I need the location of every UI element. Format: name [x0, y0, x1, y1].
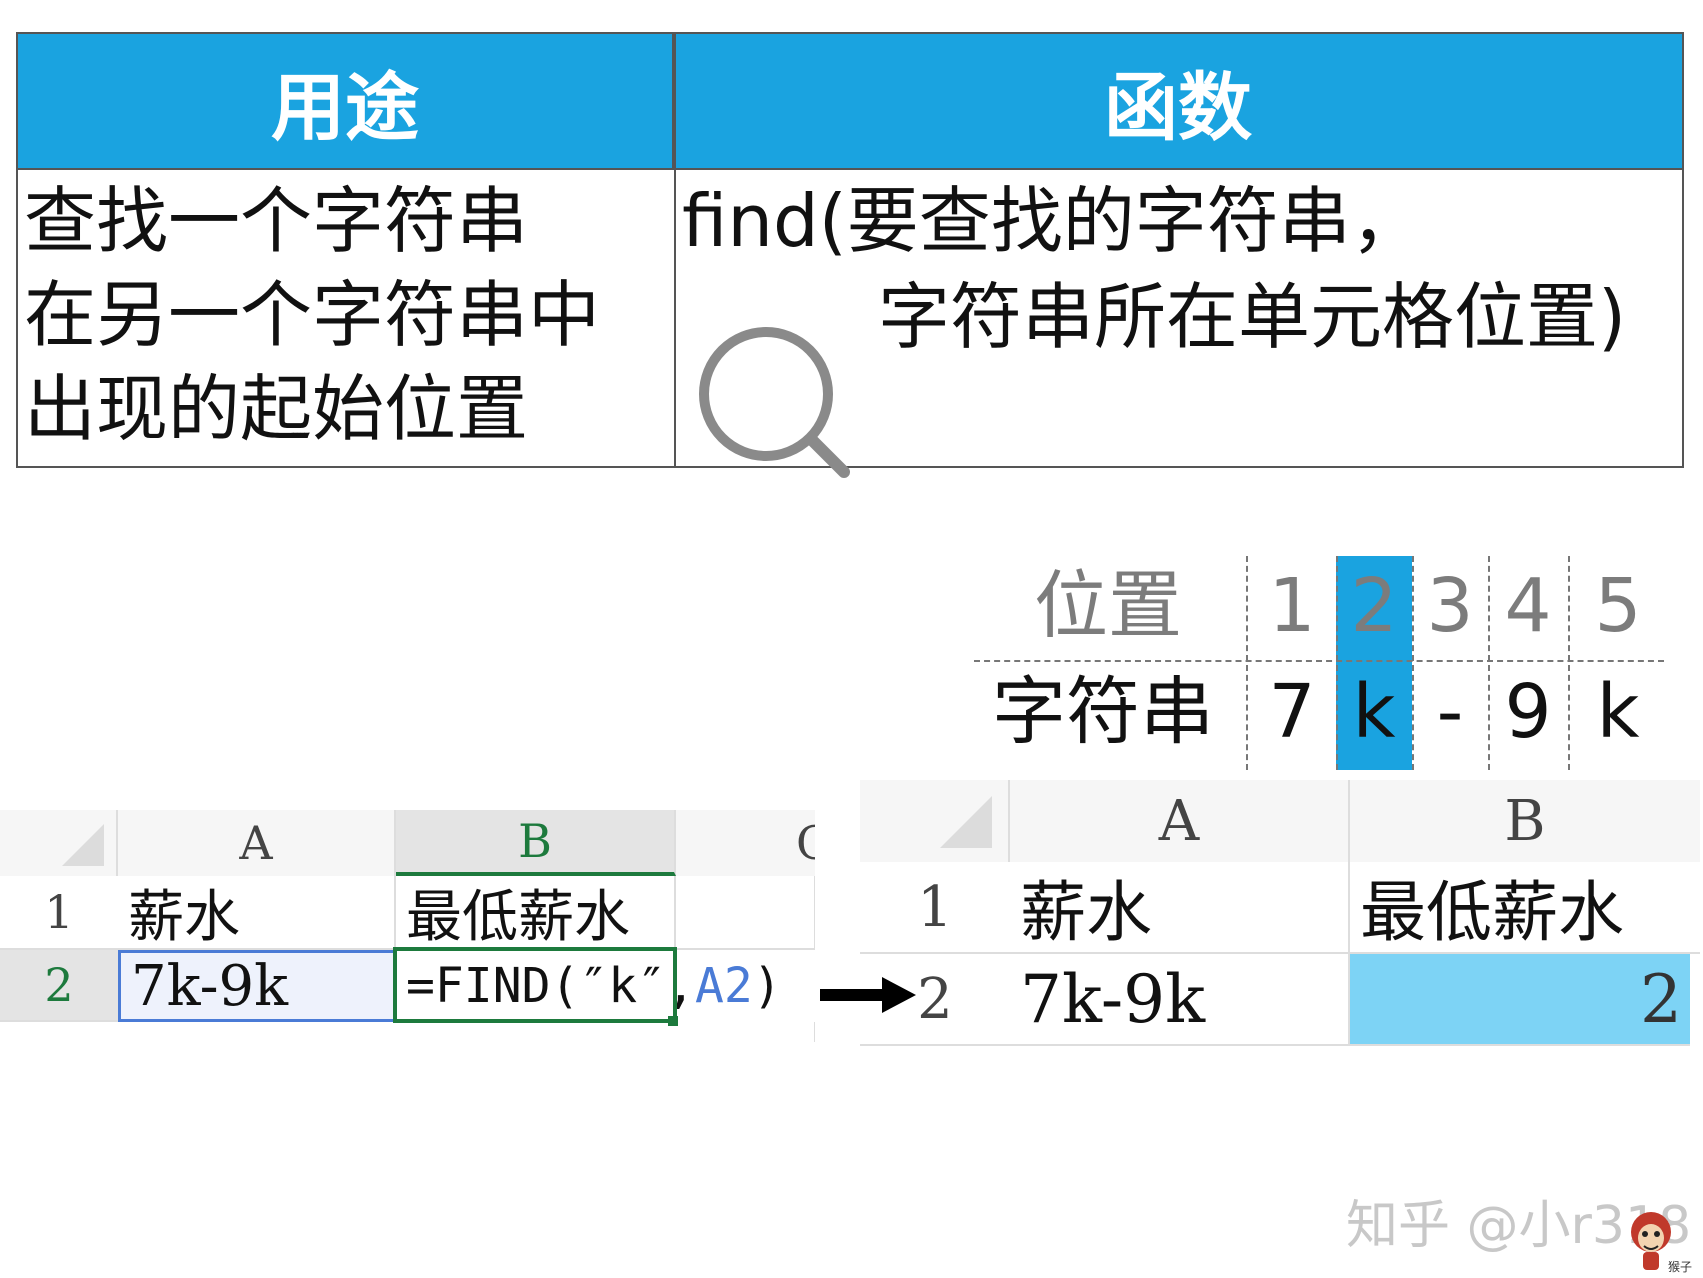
grid-divider [1246, 556, 1248, 770]
string-cell: k [1596, 669, 1640, 755]
column-header-a[interactable]: A [118, 810, 396, 876]
highlight-column [1336, 556, 1412, 770]
grid-divider [1412, 556, 1414, 770]
grid-divider [1336, 556, 1338, 770]
cell-a2[interactable]: 7k-9k [1010, 954, 1350, 1046]
select-all-corner[interactable] [0, 810, 118, 876]
grid-divider-horizontal [974, 660, 1664, 662]
row-header-3[interactable] [0, 1022, 118, 1042]
row-header-1[interactable]: 1 [0, 876, 118, 950]
function-syntax-line1: find(要查找的字符串， [682, 179, 1423, 263]
select-all-corner[interactable] [860, 780, 1010, 862]
position-cell: 3 [1426, 563, 1474, 649]
position-string-grid: 位置 字符串 1 2 3 4 5 7 k - 9 k [974, 556, 1664, 770]
formula-reference: A2 [694, 958, 753, 1014]
cell-b1[interactable]: 最低薪水 [396, 876, 676, 950]
column-header-c[interactable]: C [676, 810, 815, 876]
excel-formula-sheet: A B C 1 2 薪水 最低薪水 7k-9k =FIND(″k″,A2) [0, 810, 815, 1090]
string-cell: - [1436, 669, 1464, 755]
logo-caption: 猴子 [1668, 1260, 1693, 1274]
cell-a2-referenced[interactable]: 7k-9k [118, 950, 396, 1022]
row-header-1[interactable]: 1 [860, 862, 1010, 954]
position-cell: 1 [1268, 563, 1316, 649]
row-header-2[interactable]: 2 [0, 950, 118, 1022]
monkey-logo-icon [1631, 1212, 1671, 1270]
cell-b2-result[interactable]: 2 [1350, 954, 1690, 1046]
active-cell-border [393, 947, 677, 1023]
header-usage: 用途 [18, 34, 674, 168]
cell-a1[interactable]: 薪水 [1010, 862, 1350, 954]
column-header-b[interactable]: B [396, 810, 676, 876]
formula-close: ) [752, 958, 782, 1014]
cell-b2-formula[interactable]: =FIND(″k″,A2) [396, 950, 815, 1022]
table-divider-horizontal [18, 168, 1682, 170]
string-cell: k [1352, 669, 1396, 755]
fill-handle[interactable] [668, 1016, 678, 1026]
string-cell: 7 [1268, 669, 1316, 755]
cell-c1[interactable] [676, 876, 815, 950]
search-icon [699, 327, 850, 478]
corner-triangle-icon [62, 824, 104, 866]
cell-b1[interactable]: 最低薪水 [1350, 862, 1700, 954]
column-header-b[interactable]: B [1350, 780, 1700, 862]
string-cell: 9 [1504, 669, 1552, 755]
string-row-label: 字符串 [992, 669, 1214, 755]
position-cell: 2 [1350, 563, 1398, 649]
position-row-label: 位置 [1034, 563, 1182, 649]
corner-triangle-icon [940, 796, 992, 848]
function-syntax-line2: 字符串所在单元格位置) [878, 275, 1627, 359]
excel-result-sheet: A B 1 2 薪水 最低薪水 7k-9k 2 [860, 780, 1700, 1110]
row-header-2[interactable]: 2 [860, 954, 1010, 1046]
row-3-edge [860, 1046, 1700, 1054]
table-divider-vertical [674, 34, 676, 466]
function-info-table: 用途 函数 查找一个字符串 在另一个字符串中 出现的起始位置 find(要查找的… [16, 32, 1684, 478]
cell-c3[interactable] [676, 1022, 815, 1042]
column-header-a[interactable]: A [1010, 780, 1350, 862]
formula-text: =FIND(″k″, [406, 958, 695, 1014]
grid-divider [1488, 556, 1490, 770]
grid-divider [1568, 556, 1570, 770]
position-cell: 4 [1504, 563, 1552, 649]
cell-a1[interactable]: 薪水 [118, 876, 396, 950]
header-function: 函数 [674, 34, 1682, 168]
position-cell: 5 [1594, 563, 1642, 649]
usage-description: 查找一个字符串 在另一个字符串中 出现的起始位置 [24, 179, 601, 451]
result-arrow-icon [820, 977, 916, 1013]
